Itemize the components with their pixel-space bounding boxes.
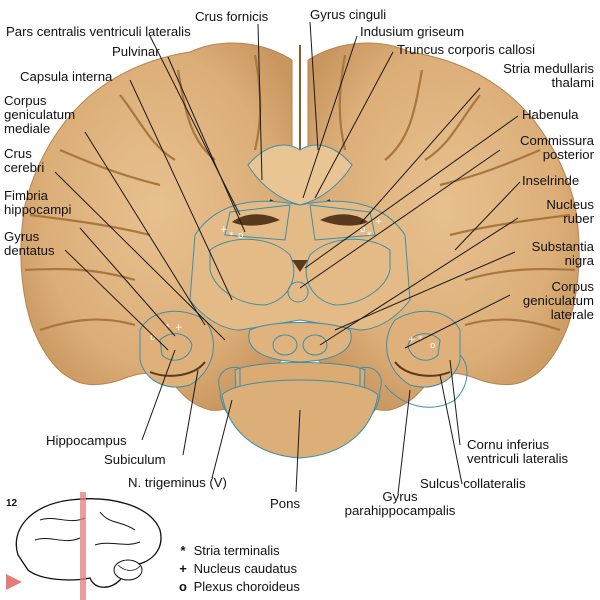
corpus-callosum-region <box>247 144 353 206</box>
label-pons: Pons <box>270 496 301 511</box>
plus-icon: + <box>179 561 187 576</box>
svg-text:o: o <box>238 231 244 241</box>
figure-number: 12 <box>6 498 18 509</box>
left-hippocampus-region <box>139 310 214 388</box>
section-plane-marker <box>80 492 86 600</box>
legend-nucleus-caudatus: + Nucleus caudatus <box>176 561 297 576</box>
circle-icon: o <box>179 579 187 594</box>
svg-text:o: o <box>360 225 366 235</box>
label-inselrinde: Inselrinde <box>522 173 580 188</box>
label-sulcus-collateralis: Sulcus collateralis <box>420 476 526 491</box>
label-habenula: Habenula <box>522 107 579 122</box>
brain-inset-diagram <box>6 492 162 600</box>
label-subiculum: Subiculum <box>104 452 166 467</box>
svg-text:o: o <box>430 341 436 351</box>
svg-text:+: + <box>175 323 183 333</box>
label-indusium-griseum: Indusium griseum <box>360 24 465 39</box>
brain-section <box>20 42 580 459</box>
legend-stria-terminalis: * Stria terminalis <box>176 543 279 558</box>
svg-text:+: + <box>220 225 228 235</box>
ventricle-slits <box>232 214 368 272</box>
right-sulci <box>338 54 576 332</box>
svg-text:*: * <box>367 231 372 241</box>
label-pars-centralis: Pars centralis ventriculi lateralis <box>6 24 191 39</box>
label-pulvinar: Pulvinar <box>112 44 160 59</box>
section-arrow-icon <box>6 574 22 590</box>
label-hippocampus: Hippocampus <box>46 433 127 448</box>
svg-text:o: o <box>150 333 156 343</box>
svg-text:+: + <box>408 335 416 345</box>
label-crus-fornicis: Crus fornicis <box>195 9 269 24</box>
label-capsula-interna: Capsula interna <box>20 69 113 84</box>
label-n-trigeminus: N. trigeminus (V) <box>128 475 227 490</box>
leader-lines <box>54 21 521 495</box>
label-gyrus-cinguli: Gyrus cinguli <box>310 7 387 22</box>
legend-plexus-choroideus: o Plexus choroideus <box>176 579 300 594</box>
right-hippocampus-region <box>386 310 461 388</box>
svg-text:*: * <box>229 231 234 241</box>
label-truncus: Truncus corporis callosi <box>397 42 536 57</box>
svg-text:+: + <box>375 217 383 227</box>
asterisk-icon: * <box>180 543 186 558</box>
